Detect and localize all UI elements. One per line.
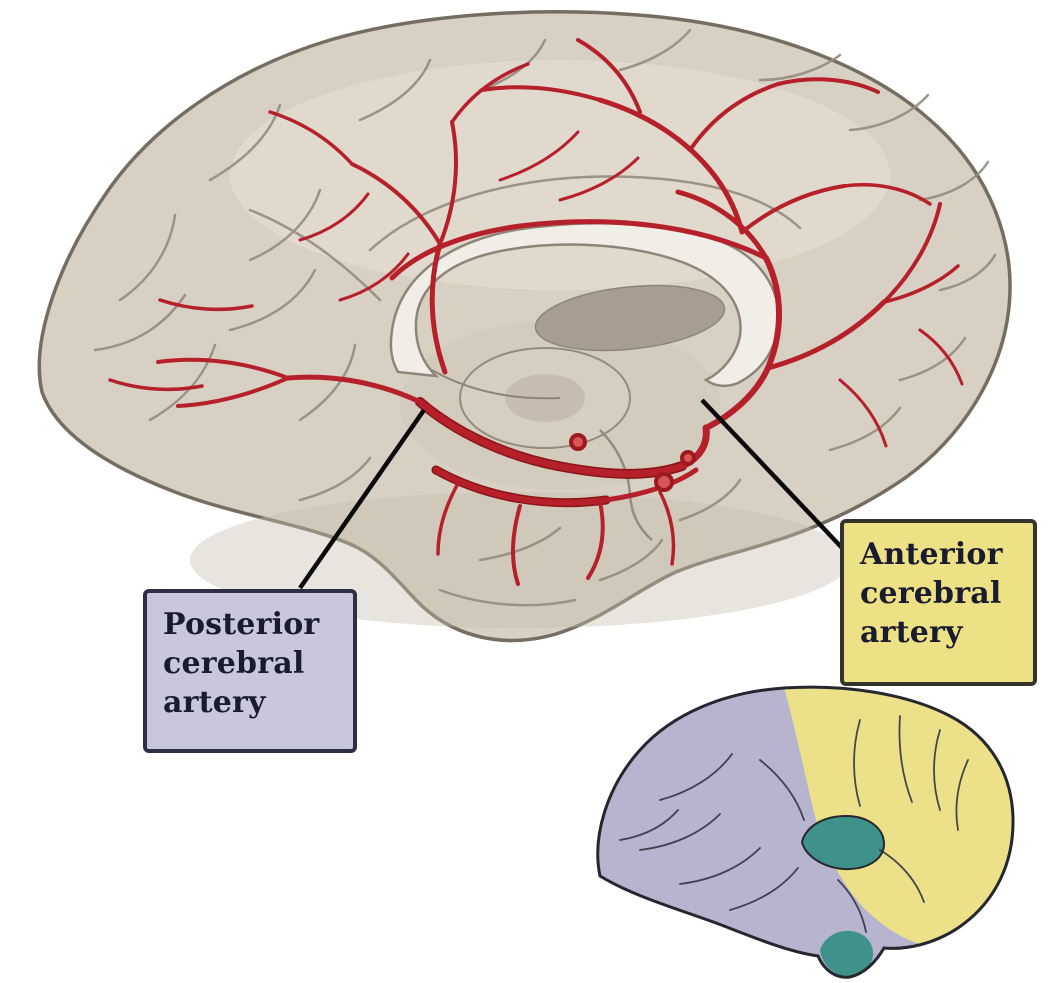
inset-anterior-territory (782, 687, 1014, 944)
brain-highlight (230, 60, 890, 290)
artery-network (108, 38, 964, 586)
leader-line-posterior (298, 408, 426, 590)
inset-middle-territory (800, 814, 886, 871)
anterior-cerebral-artery-label: Anterior cerebral artery (840, 519, 1037, 686)
posterior-label-text: Posterior cerebral artery (163, 607, 320, 720)
inset-middle-territory-tip (820, 930, 874, 978)
inset-brain-territory-map (596, 685, 1015, 979)
posterior-cerebral-artery-label: Posterior cerebral artery (143, 589, 357, 753)
corpus-callosum (389, 222, 780, 388)
anterior-label-text: Anterior cerebral artery (860, 537, 1003, 650)
inset-sulci-lines (619, 715, 969, 933)
inset-brain-outline (596, 685, 1015, 979)
cut-vessel-rings (569, 433, 696, 492)
sulci-lines (93, 28, 997, 607)
leader-line-anterior (700, 398, 847, 553)
lateral-ventricle (534, 284, 726, 352)
fornix (431, 369, 561, 400)
